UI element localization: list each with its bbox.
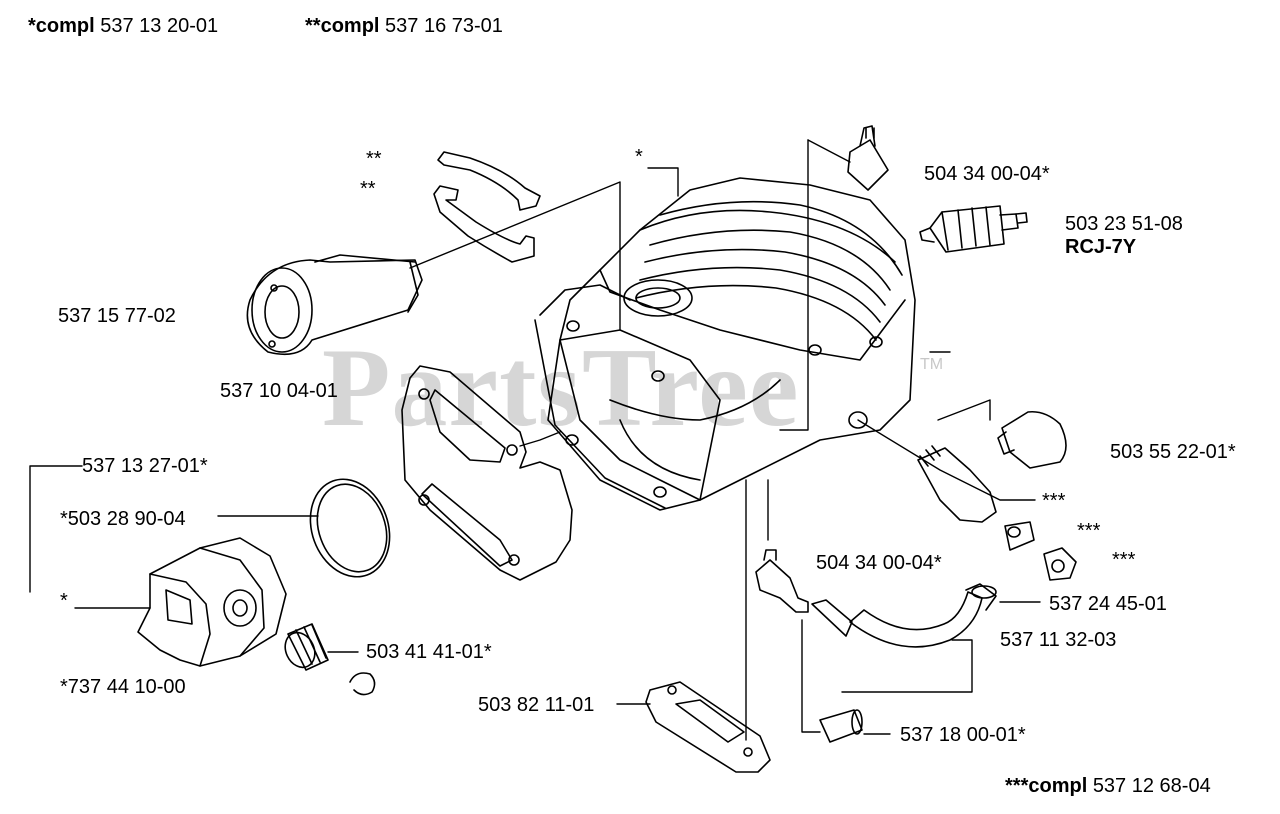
part-label: 503 55 22-01* [1110,441,1236,463]
base-gasket-icon [645,681,771,773]
part-label: 504 34 00-04* [816,552,942,574]
intake-manifold-icon [246,254,423,356]
circlip-icon [349,672,376,696]
watermark: PartsTree [322,326,800,450]
part-label: ** [360,178,376,200]
part-label: * [635,146,643,168]
part-label: 537 10 04-01 [220,380,338,402]
part-label: *** [1077,520,1101,542]
part-label: 537 15 77-02 [58,305,176,327]
part-label: *** [1042,490,1066,512]
nipple-icon [847,125,889,191]
piston-icon [137,537,287,667]
part-label: 503 41 41-01* [366,641,492,663]
part-label: *503 28 90-04 [60,508,186,530]
part-label: 504 34 00-04* [924,163,1050,185]
part-label: 537 13 27-01* [82,455,208,477]
part-label: 537 11 32-03 [1000,629,1117,651]
kit-label-3: ***compl 537 12 68-04 [1005,775,1211,797]
part-label: ** [366,148,382,170]
part-label: RCJ-7Y [1065,236,1137,258]
cylinder-icon [534,177,916,511]
part-label: * [60,590,68,612]
gasket-icon [401,365,573,581]
piston-ring-icon [309,478,391,578]
nipple-icon [755,549,809,613]
part-label: 537 24 45-01 [1049,593,1167,615]
leader-lines [29,139,1041,741]
part-label: *737 44 10-00 [60,676,186,698]
kit-label-2: **compl 537 16 73-01 [305,15,503,37]
kit-label-1: *compl 537 13 20-01 [28,15,219,37]
impulse-hose-icon [811,583,997,648]
trademark-mark: TM [920,356,944,373]
strap-icon [433,151,541,263]
part-label: 503 82 11-01 [478,694,595,716]
part-label: *** [1112,549,1136,571]
part-label: 503 23 51-08 [1065,213,1183,235]
filter-icon [819,709,863,743]
spark-plug-icon [919,205,1028,253]
part-label: 537 18 00-01* [900,724,1026,746]
needle-bearing-icon [284,623,329,671]
decompression-valve-icon [917,410,1077,581]
